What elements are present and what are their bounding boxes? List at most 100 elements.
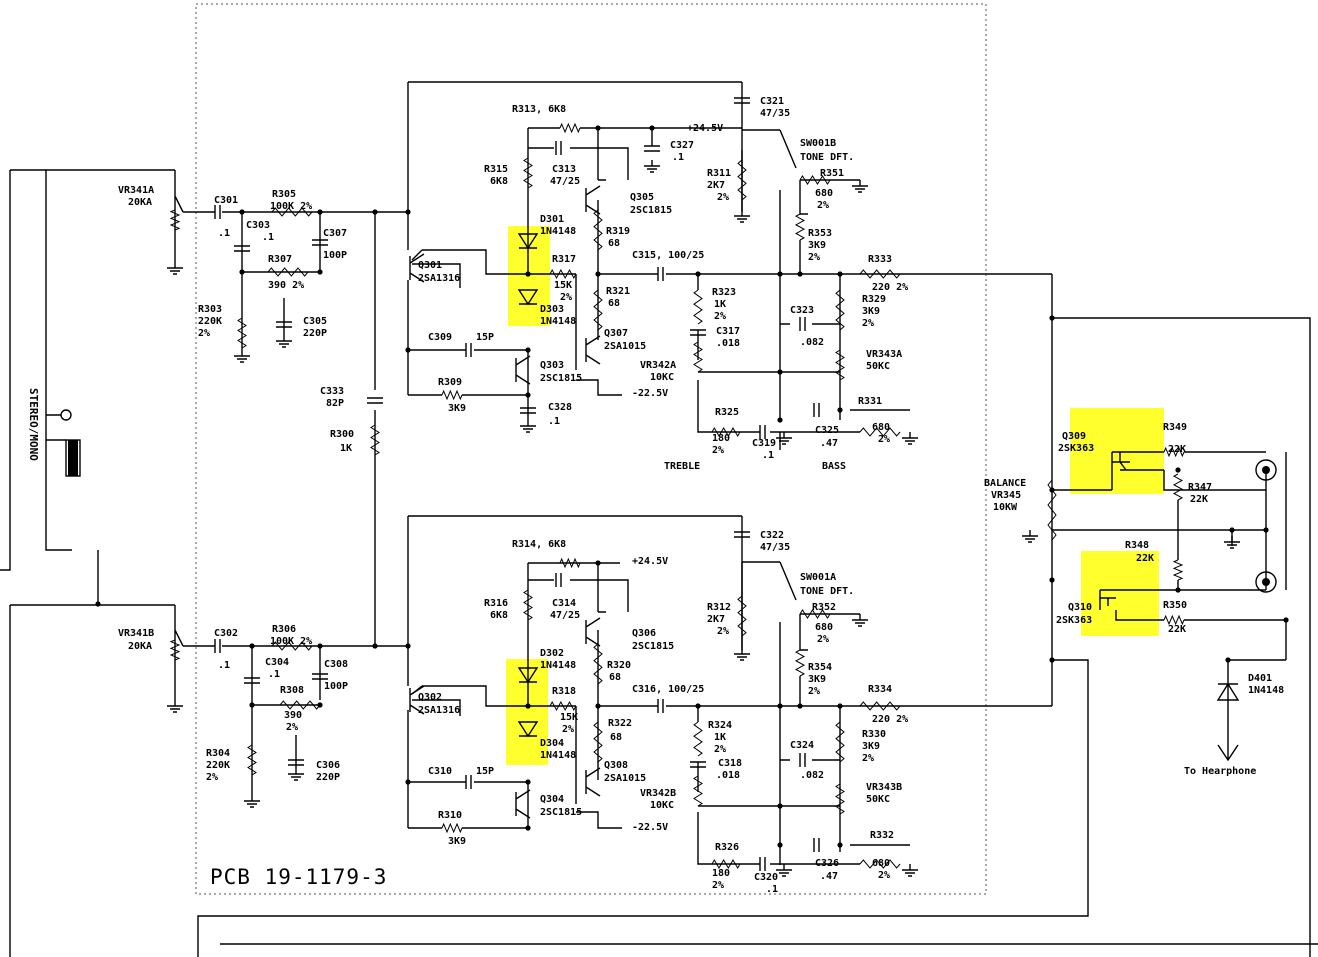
label-r332p: 2% xyxy=(878,870,890,881)
r320-resistor xyxy=(593,643,603,685)
junction-dot xyxy=(1049,315,1055,321)
label-c327v: .1 xyxy=(672,152,684,163)
label-r324v: 1K xyxy=(714,732,726,743)
label-d302: D302 xyxy=(540,648,564,659)
g4-ground-icon xyxy=(520,420,536,433)
c308-capacitor xyxy=(312,673,328,680)
r331-resistor xyxy=(859,427,901,437)
label-r350: R350 xyxy=(1163,600,1187,611)
label-r325: R325 xyxy=(715,407,739,418)
g3-ground-icon xyxy=(276,335,292,348)
label-r317: R317 xyxy=(552,254,576,265)
label-vr341b: VR341B xyxy=(118,628,154,639)
q301-transistor xyxy=(409,253,425,283)
r324-resistor xyxy=(693,721,703,757)
junction-dot xyxy=(525,779,531,785)
output-jack-right xyxy=(1255,571,1277,593)
g15-ground-icon xyxy=(902,864,918,877)
q302-transistor xyxy=(409,685,425,715)
c326-capacitor xyxy=(813,838,820,852)
r309-resistor xyxy=(441,389,463,401)
junction-dot xyxy=(777,703,783,709)
label-c308v: 100P xyxy=(324,681,348,692)
highlight-d302-d304 xyxy=(506,659,548,765)
label-c304v: .1 xyxy=(268,669,280,680)
g11-ground-icon xyxy=(244,795,260,808)
label-r312p: 2% xyxy=(717,626,729,637)
label-r308v: 390 xyxy=(284,710,302,721)
label-vr342av: 10KC xyxy=(650,372,674,383)
label-r348v: 22K xyxy=(1136,553,1154,564)
r315-resistor xyxy=(523,157,533,189)
label-c306: C306 xyxy=(316,760,340,771)
label-r347v: 22K xyxy=(1190,494,1208,505)
label-c306v: 220P xyxy=(316,772,340,783)
q307-transistor xyxy=(585,335,601,365)
junction-dot xyxy=(1263,527,1269,533)
label-r352: R352 xyxy=(812,602,836,613)
label-r316: R316 xyxy=(484,598,508,609)
label-r352p: 2% xyxy=(817,634,829,645)
label-r303p: 2% xyxy=(198,328,210,339)
label-r351p: 2% xyxy=(817,200,829,211)
label-q303t: 2SC1815 xyxy=(540,373,582,384)
q305-transistor xyxy=(585,185,601,215)
r317-resistor xyxy=(549,268,577,280)
c301-capacitor xyxy=(214,205,221,219)
label-c316: C316, 100/25 xyxy=(632,684,704,695)
c303-capacitor xyxy=(234,245,250,252)
label-c324: C324 xyxy=(790,740,814,751)
c317-capacitor xyxy=(690,329,706,336)
label-r307v: 390 2% xyxy=(268,280,304,291)
label-c322v: 47/35 xyxy=(760,542,790,553)
q303-transistor xyxy=(515,355,531,385)
headphone-arrow xyxy=(1217,744,1239,762)
r321-resistor xyxy=(593,289,603,331)
label-vr345v: 10KW xyxy=(993,502,1018,513)
label-r329p: 2% xyxy=(862,318,874,329)
label-sw1a: SW001A xyxy=(800,572,836,583)
label-r321v: 68 xyxy=(608,298,620,309)
g2-ground-icon xyxy=(234,350,250,363)
c313-capacitor xyxy=(555,141,562,155)
g12-ground-icon xyxy=(288,768,304,781)
junction-dot xyxy=(595,125,601,131)
junction-dot xyxy=(595,271,601,277)
g10-ground-icon xyxy=(167,700,183,713)
label-r331v: 680 xyxy=(872,422,890,433)
label-r350v: 22K xyxy=(1168,624,1186,635)
pcb-label: PCB 19-1179-3 xyxy=(210,865,387,889)
label-q309t: 2SK363 xyxy=(1058,443,1094,454)
label-r306: R306 xyxy=(272,624,296,635)
label-r354v: 3K9 xyxy=(808,674,826,685)
label-c308: C308 xyxy=(324,659,348,670)
label-c310: C310 xyxy=(428,766,452,777)
r348-resistor xyxy=(1172,559,1184,581)
label-c309: C309 xyxy=(428,332,452,343)
junction-dot xyxy=(317,702,323,708)
label-r354: R354 xyxy=(808,662,832,673)
label-vr342bv: 10KC xyxy=(650,800,674,811)
label-r312: R312 xyxy=(707,602,731,613)
c302-capacitor xyxy=(214,639,221,653)
label-c317v: .018 xyxy=(716,338,740,349)
label-r330p: 2% xyxy=(862,753,874,764)
label-balance: BALANCE xyxy=(984,478,1026,489)
label-r322v: 68 xyxy=(610,732,622,743)
label-tone1: TONE DFT. xyxy=(800,152,854,163)
label-c321v: 47/35 xyxy=(760,108,790,119)
junction-dot xyxy=(525,825,531,831)
label-q307: Q307 xyxy=(604,328,628,339)
label-r309: R309 xyxy=(438,377,462,388)
r325-resistor xyxy=(711,427,741,437)
junction-dots xyxy=(95,125,1289,848)
label-c328: C328 xyxy=(548,402,572,413)
label-r303v: 220K xyxy=(198,316,222,327)
label-q308t: 2SA1015 xyxy=(604,773,646,784)
r307-resistor xyxy=(267,267,309,277)
junction-dot xyxy=(777,271,783,277)
junction-dot xyxy=(317,269,323,275)
r316-resistor xyxy=(523,589,533,621)
junction-dot xyxy=(1175,467,1181,473)
